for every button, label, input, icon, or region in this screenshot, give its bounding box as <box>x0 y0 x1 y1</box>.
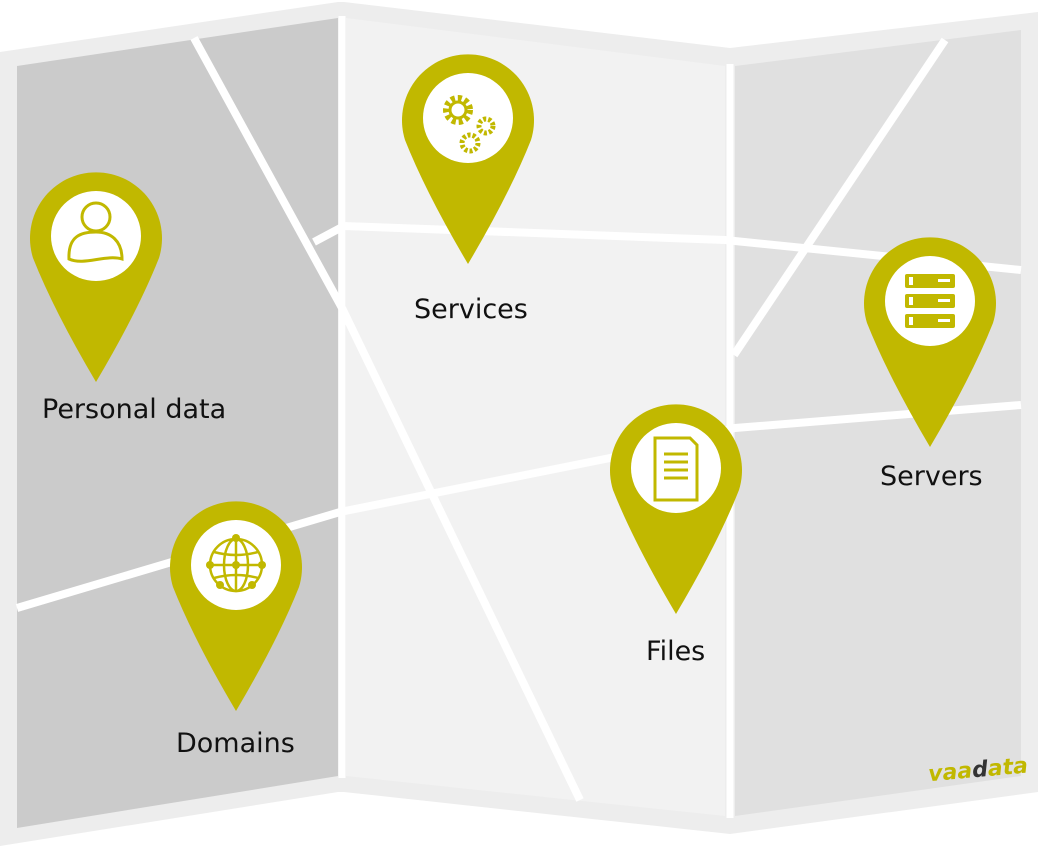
pin-label-services: Services <box>414 294 528 325</box>
road <box>730 37 949 358</box>
pin-files[interactable] <box>610 404 742 614</box>
gears-icon <box>443 95 496 154</box>
document-icon <box>653 436 699 502</box>
pin-label-files: Files <box>646 636 705 667</box>
pin-label-servers: Servers <box>880 461 983 492</box>
pin-label-personal-data: Personal data <box>42 394 226 425</box>
road <box>312 221 1022 274</box>
pin-personal-data[interactable] <box>30 172 162 382</box>
user-icon <box>67 201 124 263</box>
map-panel-middle <box>346 18 725 816</box>
pin-domains[interactable] <box>170 501 302 711</box>
globe-network-icon <box>206 534 266 593</box>
vaadata-logo: vaadata <box>927 754 1029 788</box>
road <box>190 36 584 802</box>
pin-services[interactable] <box>402 54 534 264</box>
map-panel-right <box>735 30 1021 816</box>
pin-servers[interactable] <box>864 237 996 447</box>
pin-label-domains: Domains <box>176 728 295 759</box>
server-icon <box>905 274 955 328</box>
